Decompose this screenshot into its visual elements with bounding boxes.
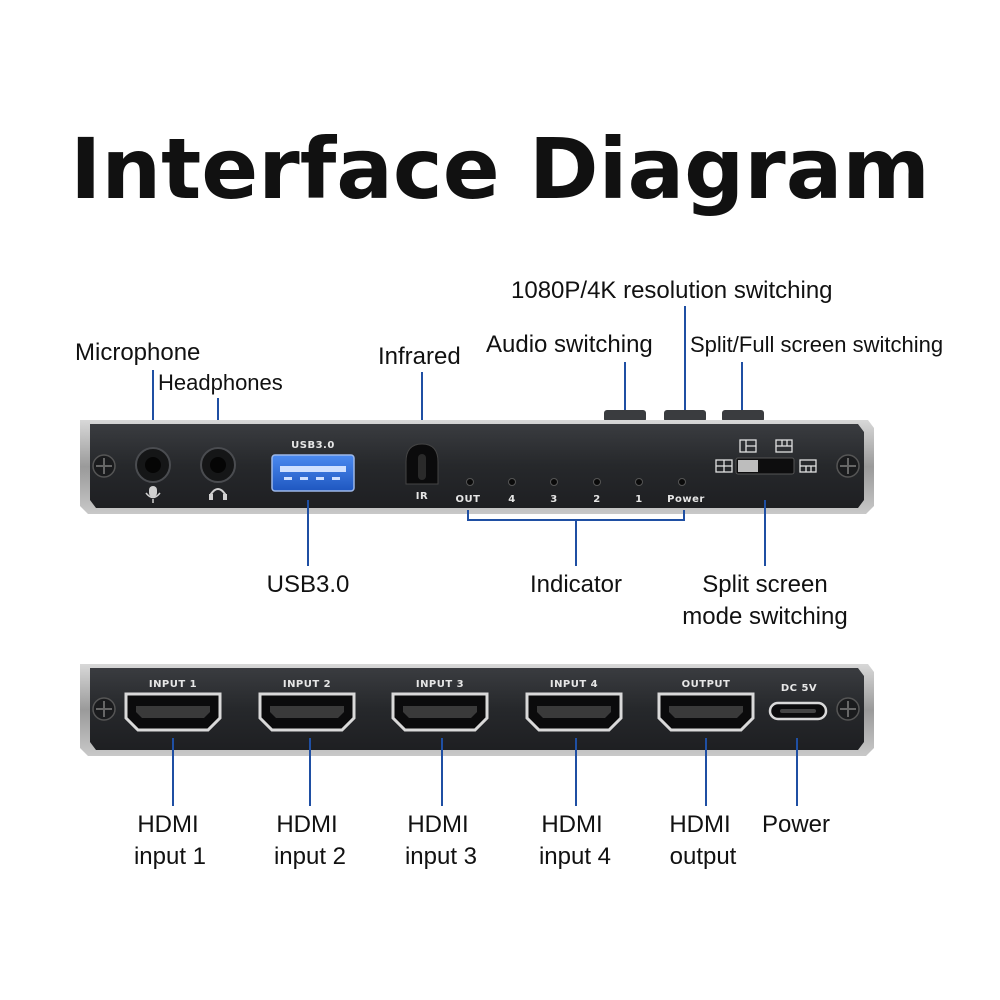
port-label-output: OUTPUT — [682, 679, 731, 690]
microphone-icon — [145, 486, 161, 503]
label-indicator: Indicator — [530, 571, 622, 598]
ir-label: IR — [416, 491, 428, 502]
label-hdmi-output-line2: output — [670, 843, 737, 870]
led-power — [678, 478, 686, 486]
led-2 — [593, 478, 601, 486]
label-hdmi-input-3-line1: HDMI — [407, 811, 468, 838]
split-full-switch-button[interactable] — [722, 410, 764, 422]
hdmi-input-2-port[interactable] — [258, 692, 356, 732]
led-4 — [508, 478, 516, 486]
led-3 — [550, 478, 558, 486]
led-label-4: 4 — [508, 494, 515, 505]
hdmi-input-1-port[interactable] — [124, 692, 222, 732]
label-resolution-switching: 1080P/4K resolution switching — [511, 277, 833, 304]
screw-back-right-icon — [836, 697, 860, 721]
led-label-2: 2 — [593, 494, 600, 505]
microphone-jack[interactable] — [135, 447, 171, 483]
label-split-full-switching: Split/Full screen switching — [690, 332, 943, 357]
screw-right-icon — [836, 454, 860, 478]
label-hdmi-input-2-line2: input 2 — [274, 843, 346, 870]
led-label-power: Power — [667, 494, 705, 505]
label-hdmi-input-1-line2: input 1 — [134, 843, 206, 870]
label-headphones: Headphones — [158, 370, 283, 395]
headphones-icon — [209, 488, 227, 500]
screw-back-left-icon — [92, 697, 116, 721]
split-bottom-icon — [799, 459, 817, 473]
hdmi-output-port[interactable] — [657, 692, 755, 732]
port-label-input-4: INPUT 4 — [550, 679, 598, 690]
front-panel: USB3.0 IR OUT 4 3 2 1 Pow — [80, 410, 874, 514]
usb3-port[interactable] — [271, 454, 355, 492]
split-quad-icon — [715, 459, 733, 473]
label-microphone: Microphone — [75, 339, 200, 366]
screw-left-icon — [92, 454, 116, 478]
power-port-label: DC 5V — [781, 683, 817, 694]
label-usb: USB3.0 — [267, 571, 350, 598]
label-hdmi-input-4-line1: HDMI — [541, 811, 602, 838]
hdmi-input-4-port[interactable] — [525, 692, 623, 732]
infrared-receiver — [405, 443, 439, 485]
back-panel: INPUT 1 INPUT 2 INPUT 3 INPUT 4 OUTPUT D… — [80, 664, 874, 756]
indicator-leds: OUT 4 3 2 1 Power — [456, 478, 705, 505]
headphone-jack[interactable] — [200, 447, 236, 483]
port-label-input-1: INPUT 1 — [149, 679, 197, 690]
port-label-input-3: INPUT 3 — [416, 679, 464, 690]
label-hdmi-output-line1: HDMI — [669, 811, 730, 838]
label-split-mode-1: Split screen — [702, 571, 827, 598]
audio-switch-button[interactable] — [604, 410, 646, 422]
split-mode-slider[interactable] — [735, 457, 795, 475]
led-out — [466, 478, 474, 486]
split-pip-icon — [739, 439, 757, 453]
label-audio-switching: Audio switching — [486, 331, 653, 358]
label-infrared: Infrared — [378, 343, 461, 370]
label-power: Power — [762, 811, 830, 838]
split-triple-icon — [775, 439, 793, 453]
led-label-out: OUT — [456, 494, 481, 505]
hdmi-input-3-port[interactable] — [391, 692, 489, 732]
usb-port-label: USB3.0 — [291, 440, 335, 451]
label-split-mode-2: mode switching — [682, 603, 847, 630]
label-hdmi-input-3-line2: input 3 — [405, 843, 477, 870]
resolution-switch-button[interactable] — [664, 410, 706, 422]
label-hdmi-input-2-line1: HDMI — [276, 811, 337, 838]
usb-c-power-port[interactable] — [768, 701, 828, 721]
page-title: Interface Diagram — [70, 120, 930, 218]
led-label-3: 3 — [550, 494, 557, 505]
led-label-1: 1 — [635, 494, 642, 505]
label-hdmi-input-4-line2: input 4 — [539, 843, 611, 870]
label-hdmi-input-1-line1: HDMI — [137, 811, 198, 838]
port-label-input-2: INPUT 2 — [283, 679, 331, 690]
led-1 — [635, 478, 643, 486]
